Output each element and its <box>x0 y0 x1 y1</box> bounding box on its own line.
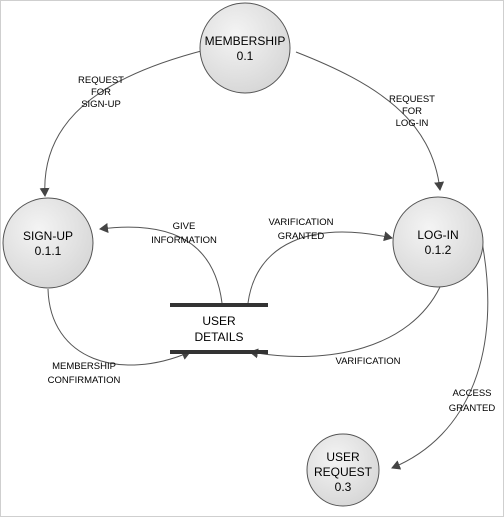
node-login[interactable]: LOG-IN 0.1.2 <box>392 196 484 288</box>
data-store-line1: USER <box>202 314 236 328</box>
label-varification-granted: VARIFICATION GRANTED <box>268 217 333 242</box>
label-request-login-line2: FOR <box>402 106 422 117</box>
node-signup-number: 0.1.1 <box>35 244 62 258</box>
node-login-number: 0.1.2 <box>425 243 452 257</box>
label-varification: VARIFICATION <box>335 356 400 367</box>
label-membership-confirmation-line1: MEMBERSHIP <box>52 361 116 372</box>
edge-membership-confirmation <box>47 288 191 366</box>
label-membership-confirmation-line2: CONFIRMATION <box>48 375 121 386</box>
node-signup[interactable]: SIGN-UP 0.1.1 <box>2 197 94 289</box>
label-request-signup-line2: FOR <box>91 87 111 98</box>
edge-request-login <box>295 51 445 191</box>
data-store-line2: DETAILS <box>194 330 243 344</box>
node-membership-circle <box>199 2 291 94</box>
edge-varification <box>249 286 441 359</box>
label-give-information-line1: GIVE <box>173 221 196 232</box>
node-login-title: LOG-IN <box>417 228 458 242</box>
node-user-request[interactable]: USER REQUEST 0.3 <box>306 433 380 507</box>
label-give-information-line2: INFORMATION <box>151 235 217 246</box>
edge-varification-granted <box>247 231 393 304</box>
label-request-login-line1: REQUEST <box>389 94 435 105</box>
edge-request-signup <box>39 49 206 197</box>
data-store-top-bar <box>170 303 268 307</box>
label-varification-granted-line1: VARIFICATION <box>268 217 333 228</box>
data-store-bottom-bar <box>170 350 268 354</box>
node-login-circle <box>392 196 484 288</box>
label-request-signup: REQUEST FOR SIGN-UP <box>78 75 124 110</box>
data-store-user-details[interactable]: USER DETAILS <box>170 303 268 354</box>
node-signup-circle <box>2 197 94 289</box>
node-signup-title: SIGN-UP <box>23 229 73 243</box>
node-user-request-line2: REQUEST <box>314 465 373 479</box>
node-user-request-circle <box>306 433 380 507</box>
label-varification-granted-line2: GRANTED <box>278 231 325 242</box>
node-user-request-line1: USER <box>326 450 360 464</box>
node-membership[interactable]: MEMBERSHIP 0.1 <box>199 2 291 94</box>
label-access-granted-line2: GRANTED <box>449 403 496 414</box>
label-varification-line1: VARIFICATION <box>335 356 400 367</box>
node-membership-title: MEMBERSHIP <box>205 34 286 48</box>
node-membership-number: 0.1 <box>237 49 254 63</box>
label-access-granted-line1: ACCESS <box>452 388 491 399</box>
node-user-request-number: 0.3 <box>335 480 352 494</box>
label-membership-confirmation: MEMBERSHIP CONFIRMATION <box>48 361 121 386</box>
label-request-signup-line1: REQUEST <box>78 75 124 86</box>
label-request-login-line3: LOG-IN <box>396 118 429 129</box>
edge-give-information <box>99 223 223 304</box>
edge-access-granted <box>391 241 489 470</box>
label-request-login: REQUEST FOR LOG-IN <box>389 94 435 129</box>
label-access-granted: ACCESS GRANTED <box>449 388 496 414</box>
label-give-information: GIVE INFORMATION <box>151 221 217 246</box>
label-request-signup-line3: SIGN-UP <box>81 99 121 110</box>
